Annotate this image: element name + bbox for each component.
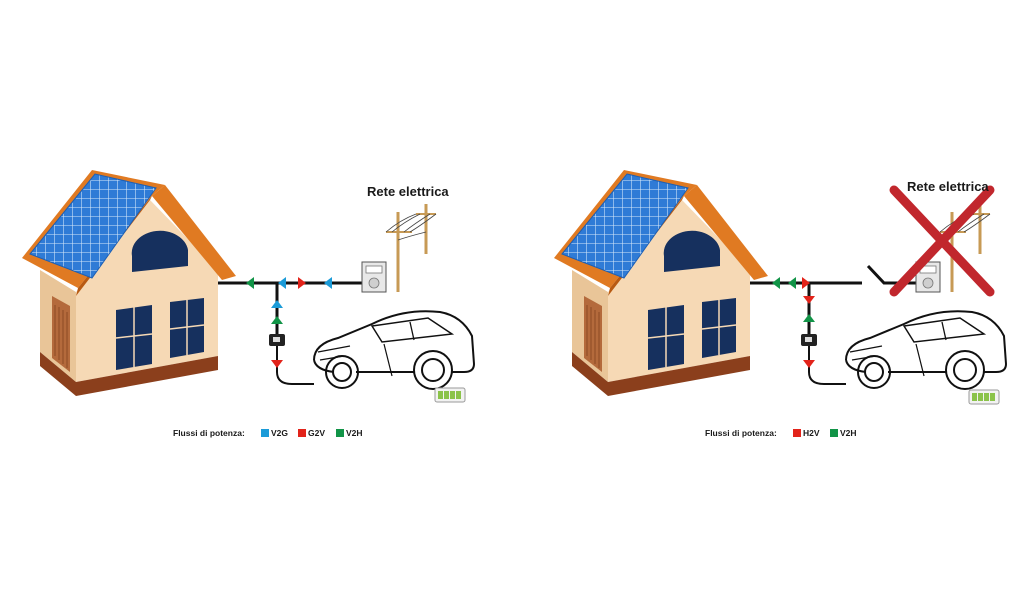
battery-icon xyxy=(434,387,466,403)
legend-swatch-g2v xyxy=(298,429,306,437)
legend-title: Flussi di potenza: xyxy=(173,428,245,438)
legend: Flussi di potenza: H2V V2H xyxy=(705,428,857,438)
arrow-h2v-down xyxy=(803,296,815,304)
grid-label: Rete elettrica xyxy=(907,179,989,194)
electric-meter xyxy=(361,261,387,293)
house xyxy=(22,170,236,396)
arrow-v2h-left-2 xyxy=(788,277,796,289)
legend-swatch-v2h xyxy=(830,429,838,437)
wires xyxy=(218,281,364,385)
arrow-v2g-center xyxy=(278,277,286,289)
electric-car xyxy=(313,310,476,390)
house xyxy=(554,170,768,396)
legend: Flussi di potenza: V2G G2V V2H xyxy=(173,428,363,438)
arrow-v2h-up xyxy=(803,314,815,322)
flow-arrows xyxy=(246,277,332,368)
legend-title: Flussi di potenza: xyxy=(705,428,777,438)
side-door xyxy=(584,296,602,372)
house-side-base xyxy=(40,352,76,396)
arrow-v2g-up xyxy=(271,300,283,308)
battery-icon xyxy=(968,389,1000,405)
legend-swatch-v2g xyxy=(261,429,269,437)
solar-panel xyxy=(561,173,689,279)
arrow-h2v-right xyxy=(802,277,810,289)
arrow-v2h-up xyxy=(271,316,283,324)
legend-label-v2h: V2H xyxy=(346,428,363,438)
grid-disconnected-cross-icon xyxy=(889,185,995,297)
legend-label-v2h: V2H xyxy=(840,428,857,438)
roof-edge xyxy=(152,185,236,280)
electric-car xyxy=(845,310,1008,390)
utility-pole xyxy=(385,204,437,292)
scenario-grid-connected: Rete elettrica xyxy=(22,170,476,438)
scenario-grid-disconnected: Rete elettrica xyxy=(554,170,1008,438)
arrow-h2v-down-2 xyxy=(803,360,815,368)
legend-label-v2g: V2G xyxy=(271,428,288,438)
attic-window xyxy=(131,230,188,272)
attic-window xyxy=(663,230,720,272)
house-base xyxy=(76,356,218,396)
arrow-g2v-right xyxy=(298,277,306,289)
legend-label-h2v: H2V xyxy=(803,428,820,438)
grid-label: Rete elettrica xyxy=(367,184,449,199)
arrow-g2v-down xyxy=(271,360,283,368)
arrow-v2h-left xyxy=(246,277,254,289)
flow-arrows xyxy=(772,277,815,368)
legend-label-g2v: G2V xyxy=(308,428,325,438)
legend-swatch-h2v xyxy=(793,429,801,437)
solar-panel xyxy=(29,173,157,279)
arrow-v2g-left xyxy=(324,277,332,289)
side-door xyxy=(52,296,70,372)
legend-swatch-v2h xyxy=(336,429,344,437)
arrow-v2h-left xyxy=(772,277,780,289)
